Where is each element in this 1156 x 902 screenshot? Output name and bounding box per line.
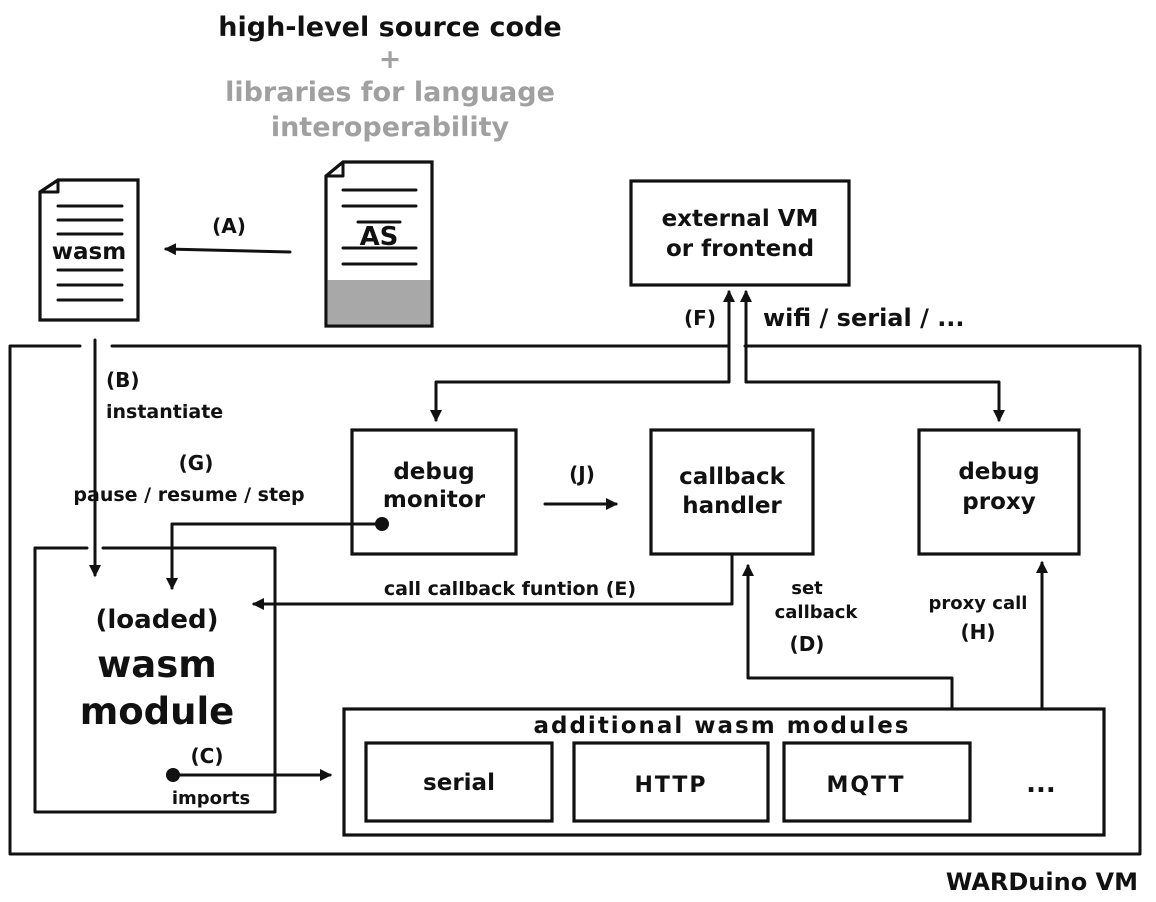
module-serial-box (364, 741, 554, 823)
edge-d-label: (D) (790, 632, 825, 656)
edge-b-text: instantiate (106, 401, 223, 423)
loaded-module-line-2: wasm (97, 643, 217, 686)
module-serial-label: serial (423, 770, 495, 796)
module-mqtt-label: MQTT (826, 773, 905, 798)
edge-f-to-debug-monitor (430, 380, 731, 422)
edge-h-text: proxy call (929, 593, 1028, 614)
debug-proxy-line-1: debug (958, 459, 1039, 485)
source-code-title: high-level source code (218, 12, 561, 43)
loaded-module-line-1: (loaded) (96, 605, 219, 635)
debug-proxy-box (917, 428, 1081, 556)
wasm-document-label: wasm (52, 239, 126, 265)
edge-j-label: (J) (569, 462, 595, 486)
external-vm-line-1: external VM (662, 206, 819, 232)
as-document-icon (324, 160, 434, 328)
edge-c-label: (C) (191, 744, 224, 768)
wasm-document-icon (38, 178, 140, 322)
module-mqtt-box (782, 741, 972, 823)
edge-b-label: (B) (106, 368, 140, 392)
as-document-label: AS (360, 222, 399, 252)
module-http-box (572, 741, 770, 823)
additional-modules-title: additional wasm modules (533, 713, 910, 739)
debug-monitor-box (350, 428, 518, 556)
edge-e-callback-arrow (252, 554, 734, 610)
warduino-vm-title: WARDuino VM (946, 868, 1138, 896)
wifi-serial-label: wifi / serial / ... (763, 304, 965, 332)
plus-sign: + (379, 44, 402, 75)
edge-a-label: (A) (212, 214, 246, 238)
external-vm-box (629, 179, 851, 287)
loaded-wasm-module-box (33, 546, 277, 814)
external-vm-line-2: or frontend (666, 236, 814, 262)
debug-monitor-line-2: monitor (383, 487, 486, 513)
more-modules-ellipsis: ... (1026, 769, 1056, 799)
edge-f-to-debug-proxy (744, 380, 1005, 422)
edge-d-text-line-1: set (791, 578, 823, 599)
libraries-line-1: libraries for language (225, 77, 555, 108)
callback-handler-line-1: callback (679, 464, 786, 490)
edge-f-label: (F) (684, 306, 716, 330)
edge-d-text-line-2: callback (775, 602, 859, 623)
edge-h-label: (H) (960, 620, 995, 644)
loaded-module-line-3: module (80, 690, 235, 733)
libraries-line-2: interoperability (271, 112, 510, 143)
module-http-label: HTTP (634, 773, 707, 798)
edge-g-text: pause / resume / step (73, 484, 304, 506)
edge-a-compile-arrow (164, 243, 292, 256)
edge-g-label: (G) (179, 451, 214, 475)
debug-monitor-line-1: debug (393, 459, 474, 485)
callback-handler-box (649, 428, 815, 556)
edge-g-pause-arrow (166, 522, 384, 590)
edge-c-text: imports (172, 788, 250, 809)
warduino-vm-boundary (8, 344, 1142, 856)
debug-proxy-line-2: proxy (962, 489, 1035, 515)
edge-e-label: call callback funtion (E) (384, 578, 636, 600)
callback-handler-line-2: handler (682, 493, 782, 519)
